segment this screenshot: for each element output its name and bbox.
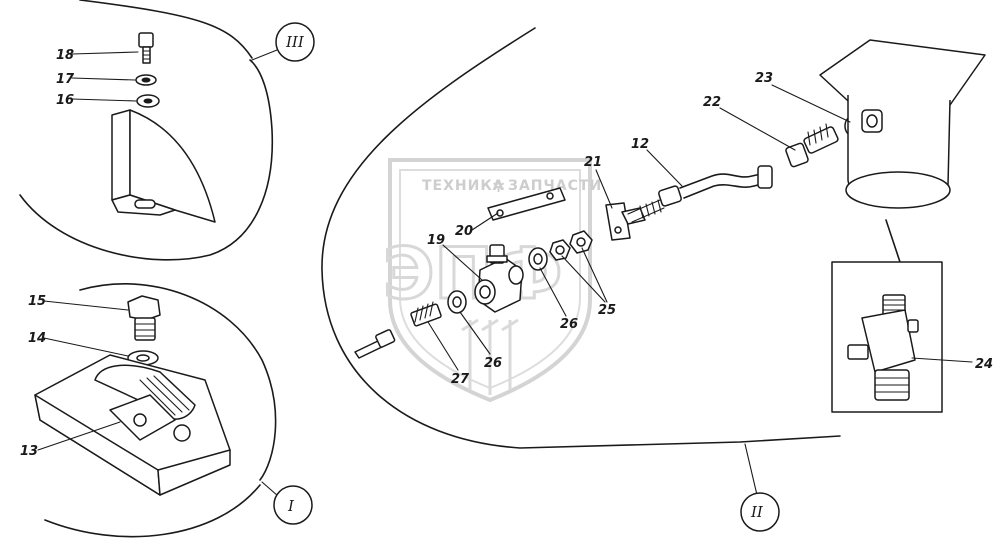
callout-12: 12	[631, 137, 649, 152]
view-i-label: I	[287, 497, 295, 515]
bolt-27	[354, 329, 396, 359]
mounting-block	[34, 354, 231, 496]
main-assembly: II 19 20 21 12 22 23 24 25 26 26 27	[354, 39, 993, 532]
callout-26-upper: 26	[560, 317, 578, 332]
bolt-15	[127, 295, 161, 341]
callout-13: 13	[20, 444, 38, 459]
watermark-pillars	[461, 318, 519, 395]
callout-24: 24	[975, 357, 993, 372]
callout-27: 27	[451, 372, 470, 387]
callout-26-lower: 26	[484, 356, 502, 371]
tube-12	[621, 165, 773, 225]
view-iii-marker	[275, 22, 315, 62]
callout-16: 16	[56, 93, 74, 108]
view-iii-label: III	[285, 33, 305, 51]
detail-i-circle	[44, 283, 277, 538]
view-i-marker	[273, 485, 313, 525]
detail-i: I 15 14 13	[20, 283, 313, 538]
fitting-22	[785, 123, 839, 168]
strap-20	[487, 187, 566, 221]
callout-25: 25	[598, 303, 616, 318]
watermark: ТЕХНИКА ✲ ЗАПЧАСТИ ЭПФ	[382, 158, 602, 403]
inset-valve-24	[831, 261, 943, 413]
tee-fitting-19	[474, 244, 524, 313]
view-ii-boundary	[321, 27, 841, 449]
callout-17: 17	[56, 72, 75, 87]
callout-23: 23	[755, 71, 773, 86]
bolt-18	[138, 32, 154, 64]
callout-22: 22	[703, 95, 721, 110]
tank	[819, 39, 986, 209]
callout-15: 15	[28, 294, 46, 309]
watermark-logo-letters: ЭПФ	[383, 233, 562, 315]
view-ii-marker	[740, 492, 780, 532]
callout-20: 20	[455, 224, 473, 239]
bracket	[111, 109, 216, 223]
watermark-text-left: ТЕХНИКА	[422, 178, 505, 194]
view-ii-label: II	[750, 503, 764, 521]
fitting-27	[410, 301, 442, 327]
callout-14: 14	[28, 331, 46, 346]
detail-iii: III 18 17 16	[19, 0, 315, 261]
watermark-text-right: ЗАПЧАСТИ	[508, 178, 602, 194]
callout-19: 19	[427, 233, 445, 248]
callout-18: 18	[56, 48, 74, 63]
detail-iii-circle	[19, 59, 274, 261]
watermark-gear-icon: ✲	[492, 177, 505, 196]
callout-21: 21	[584, 155, 602, 170]
